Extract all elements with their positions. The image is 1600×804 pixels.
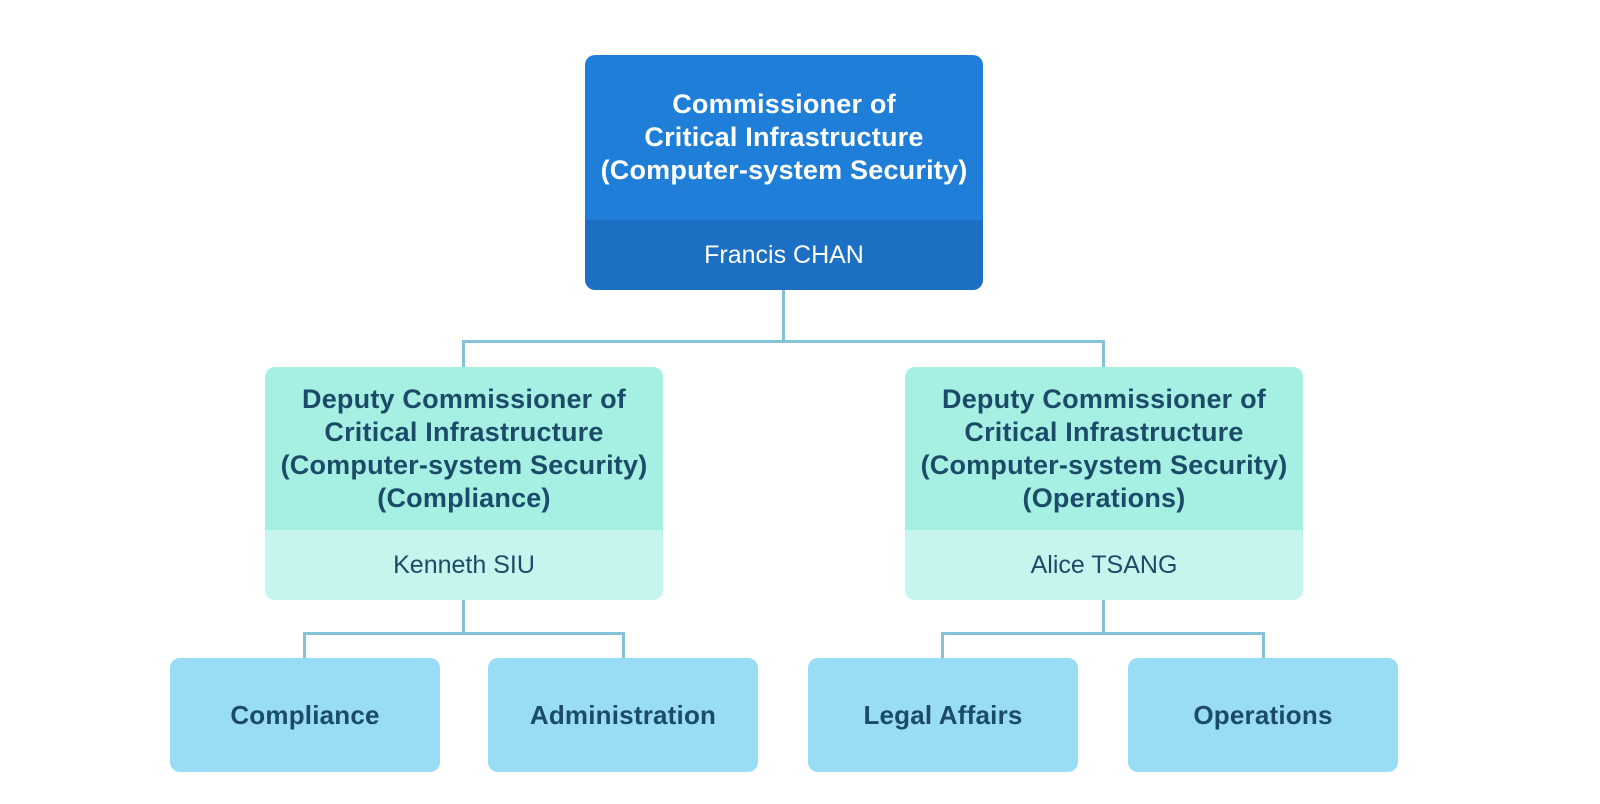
connector-deputy-operations-crossbar [941, 632, 1265, 635]
unit-label: Operations [1193, 699, 1333, 730]
org-node-unit-operations: Operations [1128, 658, 1398, 772]
connector-drop-unit-compliance [303, 632, 306, 658]
title-line: Critical Infrastructure [324, 416, 604, 447]
connector-drop-unit-administration [622, 632, 625, 658]
org-node-unit-compliance: Compliance [170, 658, 440, 772]
connector-deputy-compliance-stem [462, 600, 465, 632]
title-line: (Computer-system Security) [280, 449, 648, 480]
node-name-band: Francis CHAN [585, 220, 983, 290]
title-line: Deputy Commissioner of [942, 383, 1266, 414]
title-line: (Compliance) [377, 482, 551, 513]
unit-label: Administration [529, 699, 717, 730]
connector-drop-deputy-operations [1102, 340, 1105, 367]
org-node-commissioner: Commissioner of Critical Infrastructure … [585, 55, 983, 290]
connector-drop-deputy-compliance [462, 340, 465, 367]
title-line: Critical Infrastructure [644, 122, 924, 152]
node-title: Deputy Commissioner of Critical Infrastr… [265, 367, 663, 530]
node-title: Commissioner of Critical Infrastructure … [585, 55, 983, 220]
connector-root-crossbar [462, 340, 1105, 343]
org-node-unit-administration: Administration [488, 658, 758, 772]
connector-drop-unit-legal-affairs [941, 632, 944, 658]
org-node-unit-legal-affairs: Legal Affairs [808, 658, 1078, 772]
node-title: Deputy Commissioner of Critical Infrastr… [905, 367, 1303, 530]
title-line: (Operations) [1022, 482, 1186, 513]
unit-label: Legal Affairs [863, 699, 1023, 730]
connector-deputy-compliance-crossbar [303, 632, 625, 635]
title-line: Commissioner of [672, 89, 896, 119]
title-line: (Computer-system Security) [920, 449, 1288, 480]
person-name: Francis CHAN [704, 240, 864, 269]
title-line: (Computer-system Security) [600, 155, 968, 185]
node-name-band: Alice TSANG [905, 530, 1303, 600]
unit-label: Compliance [230, 699, 380, 730]
person-name: Alice TSANG [1030, 550, 1178, 579]
node-name-band: Kenneth SIU [265, 530, 663, 600]
person-name: Kenneth SIU [393, 550, 535, 579]
org-node-deputy-operations: Deputy Commissioner of Critical Infrastr… [905, 367, 1303, 600]
connector-drop-unit-operations [1262, 632, 1265, 658]
connector-root-stem [782, 290, 785, 340]
title-line: Deputy Commissioner of [302, 383, 626, 414]
title-line: Critical Infrastructure [964, 416, 1244, 447]
connector-deputy-operations-stem [1102, 600, 1105, 632]
org-node-deputy-compliance: Deputy Commissioner of Critical Infrastr… [265, 367, 663, 600]
